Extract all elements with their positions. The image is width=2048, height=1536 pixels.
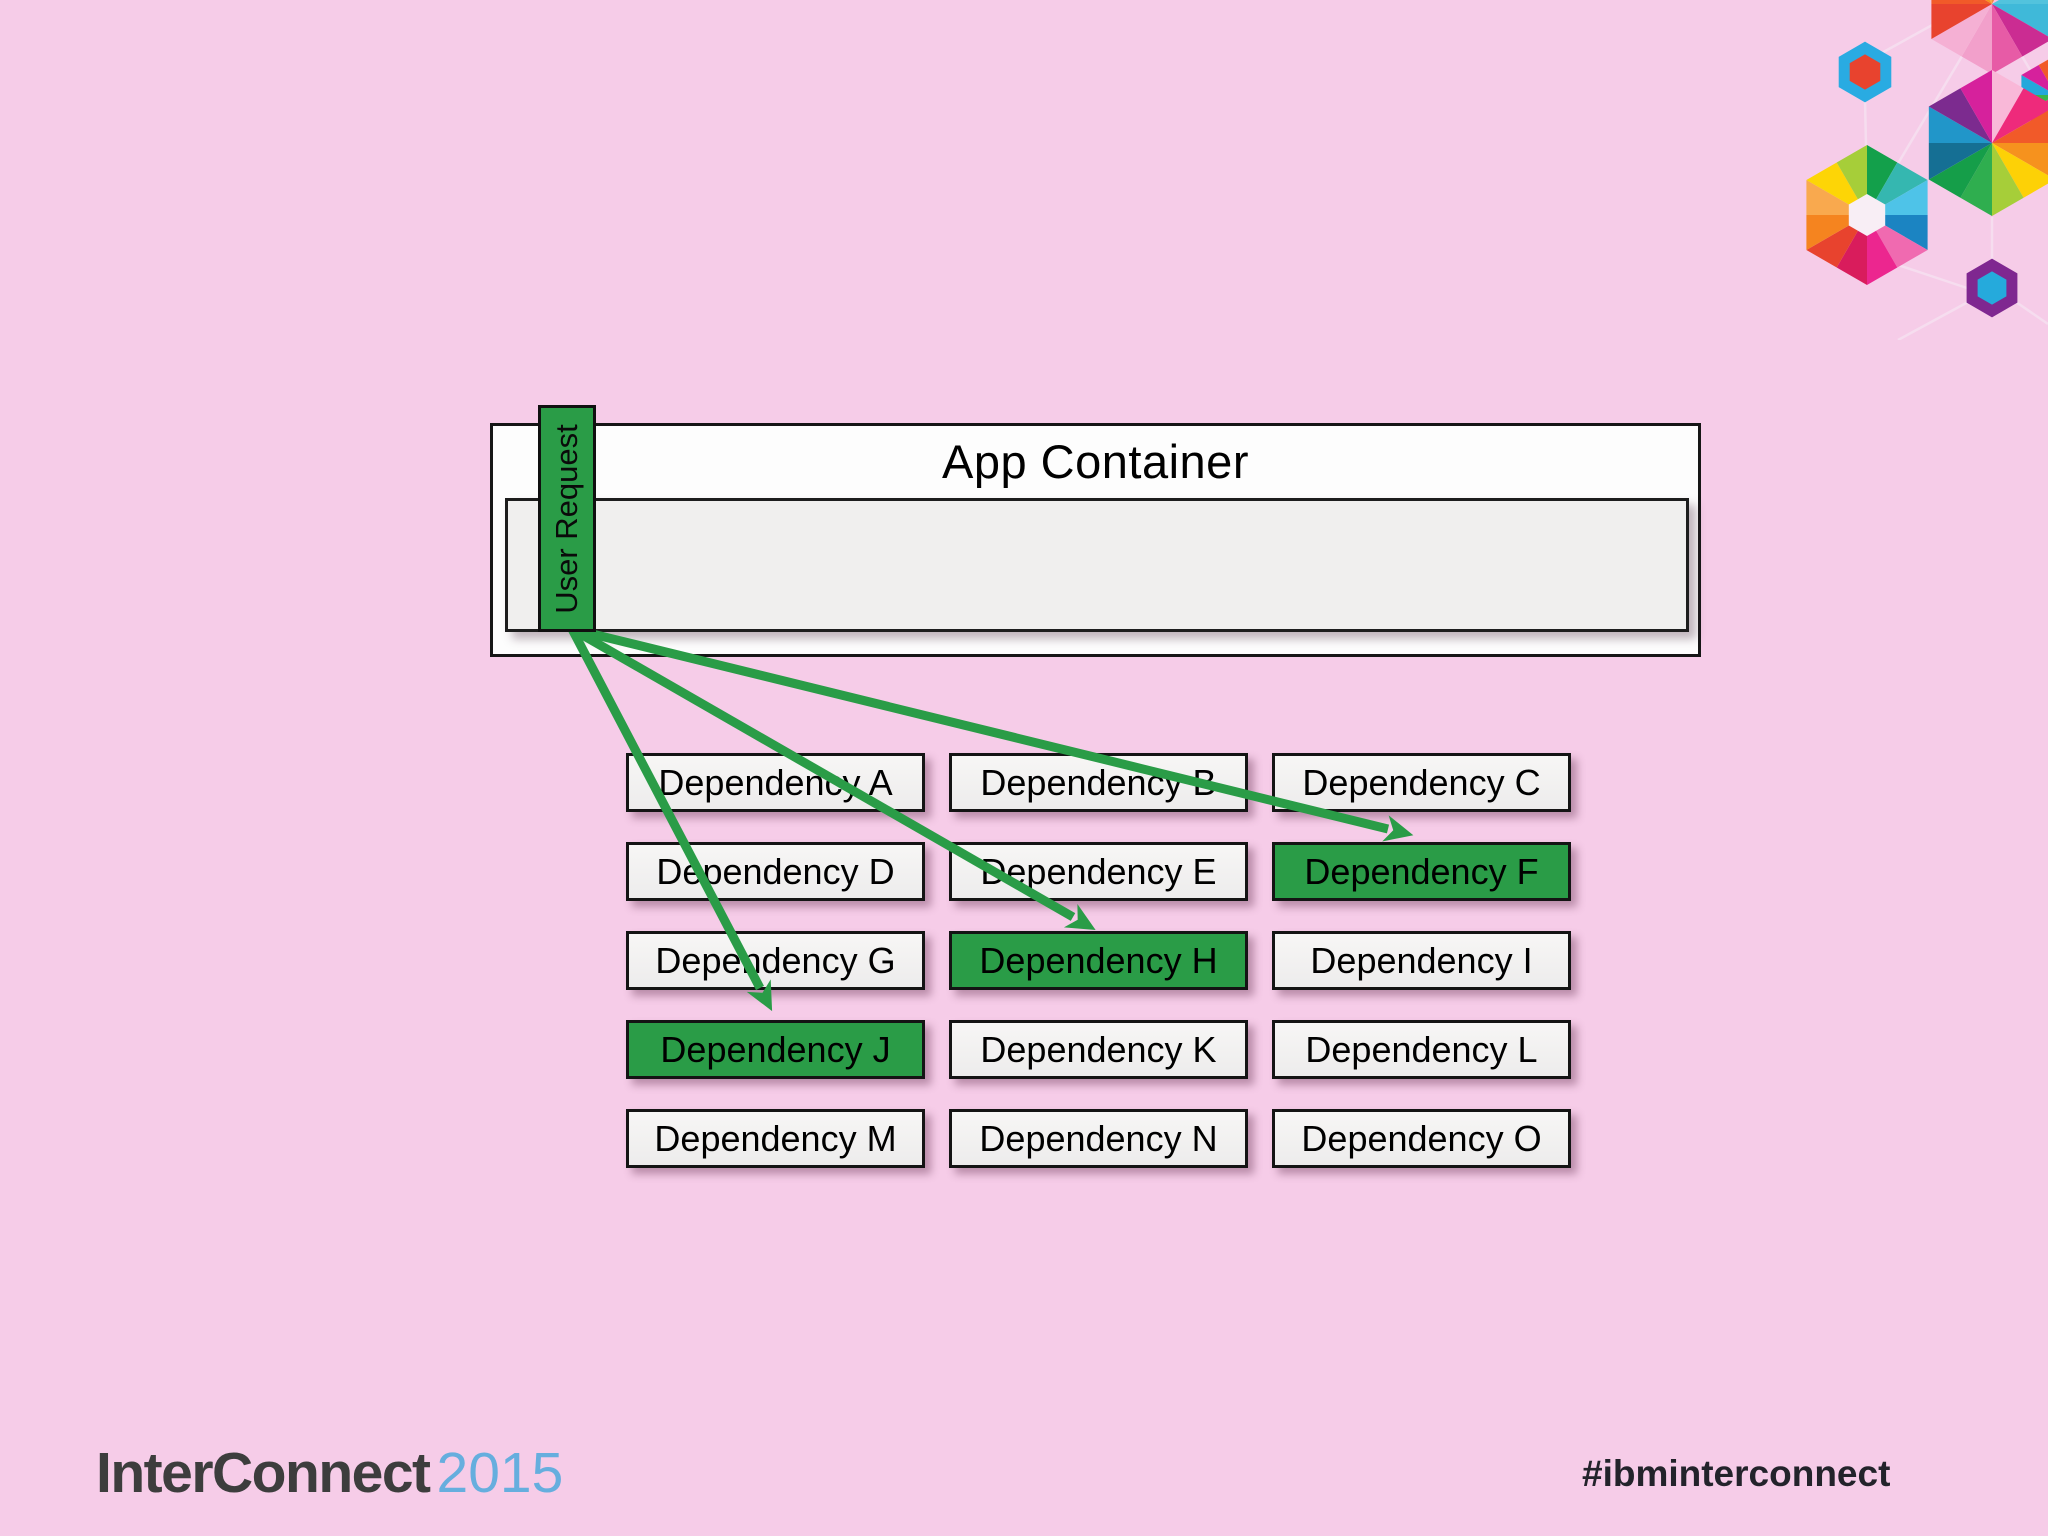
dependency-label: Dependency O — [1301, 1117, 1542, 1159]
dependency-box-l: Dependency L — [1272, 1020, 1571, 1079]
dependency-label: Dependency L — [1305, 1028, 1538, 1070]
dependency-box-e: Dependency E — [949, 842, 1248, 901]
dependency-box-g: Dependency G — [626, 931, 925, 990]
dependency-box-n: Dependency N — [949, 1109, 1248, 1168]
dependency-box-j: Dependency J — [626, 1020, 925, 1079]
interconnect-brand-text: InterConnect — [96, 1441, 431, 1505]
dependency-label: Dependency G — [655, 939, 896, 981]
dependency-label: Dependency M — [654, 1117, 897, 1159]
dependency-label: Dependency B — [980, 761, 1217, 803]
app-container-inner-box — [505, 498, 1689, 632]
dependency-box-c: Dependency C — [1272, 753, 1571, 812]
dependency-label: Dependency A — [658, 761, 893, 803]
dependency-label: Dependency D — [656, 850, 895, 892]
dependency-label: Dependency K — [980, 1028, 1217, 1070]
dependency-box-f: Dependency F — [1272, 842, 1571, 901]
user-request-tab: User Request — [538, 405, 596, 632]
dependency-label: Dependency I — [1310, 939, 1533, 981]
dependency-box-i: Dependency I — [1272, 931, 1571, 990]
dependency-box-k: Dependency K — [949, 1020, 1248, 1079]
dependency-box-b: Dependency B — [949, 753, 1248, 812]
dependency-box-h: Dependency H — [949, 931, 1248, 990]
user-request-label: User Request — [549, 423, 584, 614]
dependency-label: Dependency C — [1302, 761, 1541, 803]
app-container-title: App Container — [942, 435, 1249, 488]
dependency-label: Dependency E — [980, 850, 1217, 892]
dependency-grid: Dependency A Dependency B Dependency C Depe… — [626, 753, 1571, 1168]
dependency-box-d: Dependency D — [626, 842, 925, 901]
dependency-box-a: Dependency A — [626, 753, 925, 812]
dependency-label: Dependency N — [979, 1117, 1218, 1159]
dependency-box-m: Dependency M — [626, 1109, 925, 1168]
hashtag-text: #ibminterconnect — [1582, 1453, 1891, 1494]
interconnect-geometric-logo — [1806, 0, 2048, 340]
dependency-label: Dependency J — [660, 1028, 891, 1070]
interconnect-year-text: 2015 — [436, 1441, 564, 1505]
dependency-box-o: Dependency O — [1272, 1109, 1571, 1168]
dependency-label: Dependency H — [979, 939, 1218, 981]
app-container-box: App Container — [490, 423, 1701, 657]
dependency-label: Dependency F — [1304, 850, 1539, 892]
